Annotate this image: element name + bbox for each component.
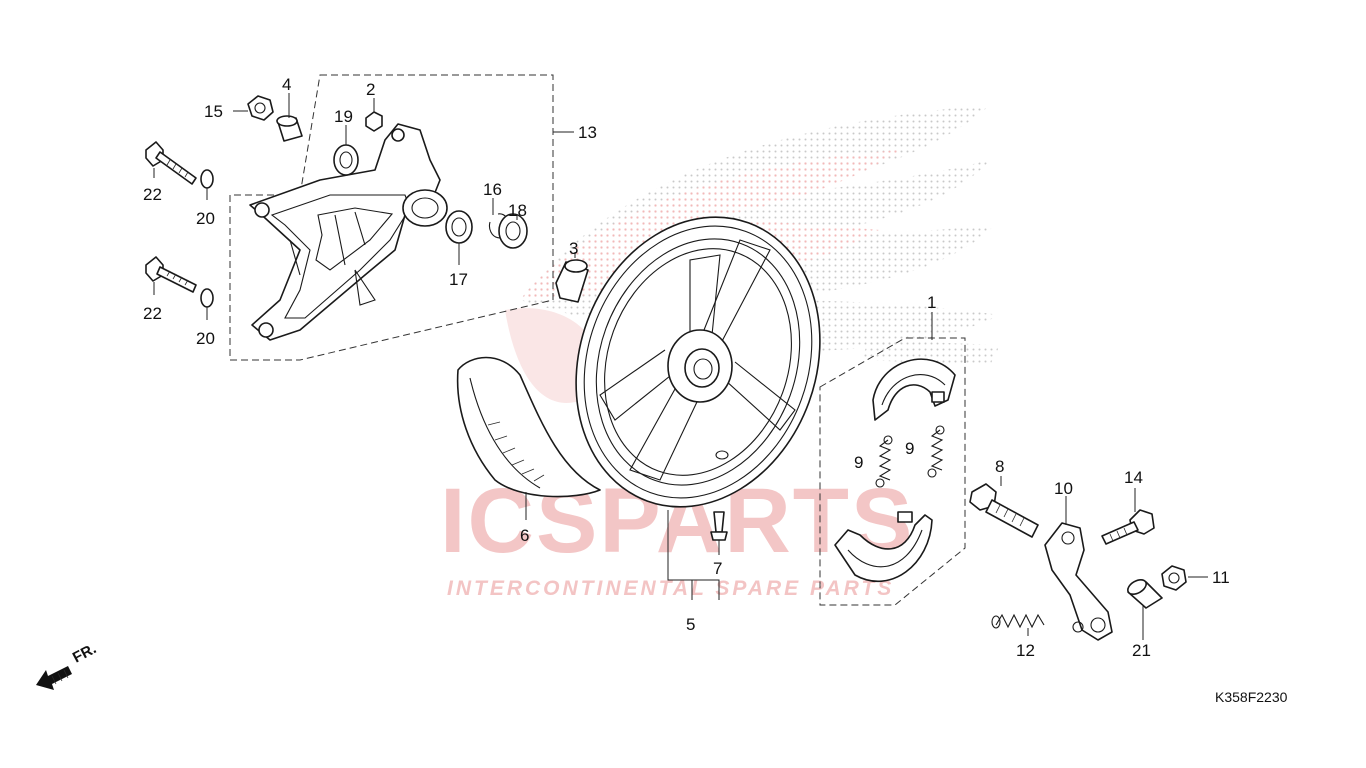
callout-11: 11 — [1212, 568, 1230, 587]
callout-2: 2 — [366, 80, 375, 99]
callout-20-lower: 20 — [196, 329, 215, 348]
bolt-22-lower — [145, 256, 197, 293]
tire-6 — [456, 356, 601, 498]
callout-21: 21 — [1132, 641, 1151, 660]
rear-wheel-5 — [575, 216, 821, 508]
collar-21 — [1127, 578, 1163, 609]
nut-15 — [247, 95, 274, 121]
leader-lines — [153, 93, 1208, 640]
callout-18: 18 — [508, 201, 527, 220]
watermark-tagline-text: INTERCONTINENTAL SPARE PARTS — [447, 577, 894, 600]
bolt-14 — [1101, 509, 1155, 545]
callout-6: 6 — [520, 526, 529, 545]
nut-11 — [1161, 565, 1187, 591]
swingarm-group-frame — [229, 74, 554, 361]
swingarm-bracket — [249, 123, 448, 341]
bolt-22-upper — [145, 141, 197, 185]
callout-9-left: 9 — [854, 453, 863, 472]
callout-19: 19 — [334, 107, 353, 126]
callout-15: 15 — [204, 102, 223, 121]
callout-3: 3 — [569, 239, 578, 258]
callout-17: 17 — [449, 270, 468, 289]
spring-9-right — [927, 425, 945, 478]
callout-20-upper: 20 — [196, 209, 215, 228]
collar-4 — [276, 115, 303, 142]
spring-9-left — [875, 435, 893, 488]
callout-7: 7 — [713, 559, 722, 578]
front-direction-arrow-icon — [36, 666, 72, 690]
spring-12 — [991, 613, 1045, 629]
brake-arm-10 — [1044, 522, 1113, 641]
brake-shoe-group-frame — [819, 337, 966, 606]
callout-9-right: 9 — [905, 439, 914, 458]
callout-13: 13 — [578, 123, 597, 142]
bearing-17 — [445, 210, 473, 244]
callout-4: 4 — [282, 75, 291, 94]
bearing-19 — [333, 144, 359, 176]
callout-1: 1 — [927, 293, 936, 312]
front-direction-label: FR. — [70, 640, 99, 666]
valve-7 — [710, 511, 728, 541]
nut-2 — [365, 111, 383, 132]
washer-20-lower — [200, 288, 214, 308]
callout-22-upper: 22 — [143, 185, 162, 204]
callout-16: 16 — [483, 180, 502, 199]
callout-8: 8 — [995, 457, 1004, 476]
brake-shoe-upper — [872, 358, 956, 421]
callout-12: 12 — [1016, 641, 1035, 660]
callout-5: 5 — [686, 615, 695, 634]
callout-10: 10 — [1054, 479, 1073, 498]
callout-14: 14 — [1124, 468, 1143, 487]
brake-cam-8 — [969, 483, 1039, 538]
oil-seal-18 — [498, 213, 528, 249]
collar-3 — [555, 259, 589, 303]
washer-20-upper — [200, 169, 214, 189]
brake-shoe-lower — [834, 511, 933, 582]
diagram-code: K358F2230 — [1215, 689, 1288, 705]
callout-22-lower: 22 — [143, 304, 162, 323]
